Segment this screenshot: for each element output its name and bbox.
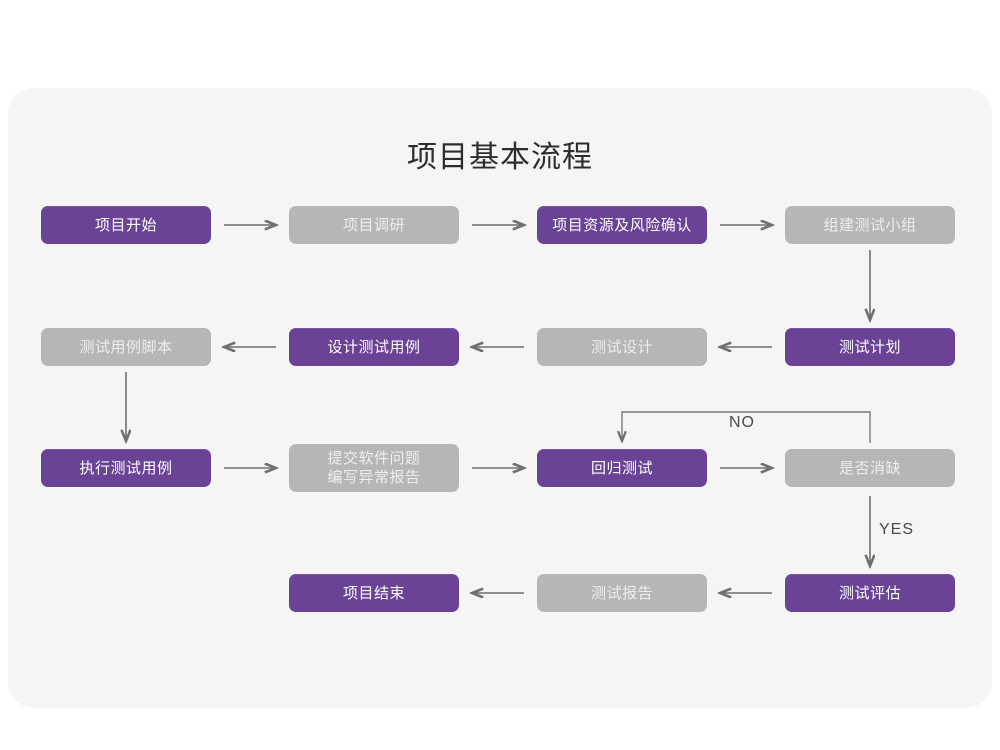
edge-label-no: NO (729, 414, 755, 431)
node-execute-test-case[interactable]: 执行测试用例 (41, 449, 211, 487)
node-test-design[interactable]: 测试设计 (537, 328, 707, 366)
node-regression-test[interactable]: 回归测试 (537, 449, 707, 487)
node-build-test-team[interactable]: 组建测试小组 (785, 206, 955, 244)
diagram-card (8, 88, 992, 708)
node-test-evaluation[interactable]: 测试评估 (785, 574, 955, 612)
node-resource-risk-confirm[interactable]: 项目资源及风险确认 (537, 206, 707, 244)
page-title: 项目基本流程 (407, 141, 593, 174)
node-project-start[interactable]: 项目开始 (41, 206, 211, 244)
node-defect-cleared[interactable]: 是否消缺 (785, 449, 955, 487)
node-project-end[interactable]: 项目结束 (289, 574, 459, 612)
node-test-case-script[interactable]: 测试用例脚本 (41, 328, 211, 366)
node-project-research[interactable]: 项目调研 (289, 206, 459, 244)
node-test-report[interactable]: 测试报告 (537, 574, 707, 612)
edge-label-yes: YES (879, 521, 915, 538)
node-design-test-case[interactable]: 设计测试用例 (289, 328, 459, 366)
node-test-plan[interactable]: 测试计划 (785, 328, 955, 366)
node-submit-issue-report[interactable]: 提交软件问题 编写异常报告 (289, 444, 459, 492)
